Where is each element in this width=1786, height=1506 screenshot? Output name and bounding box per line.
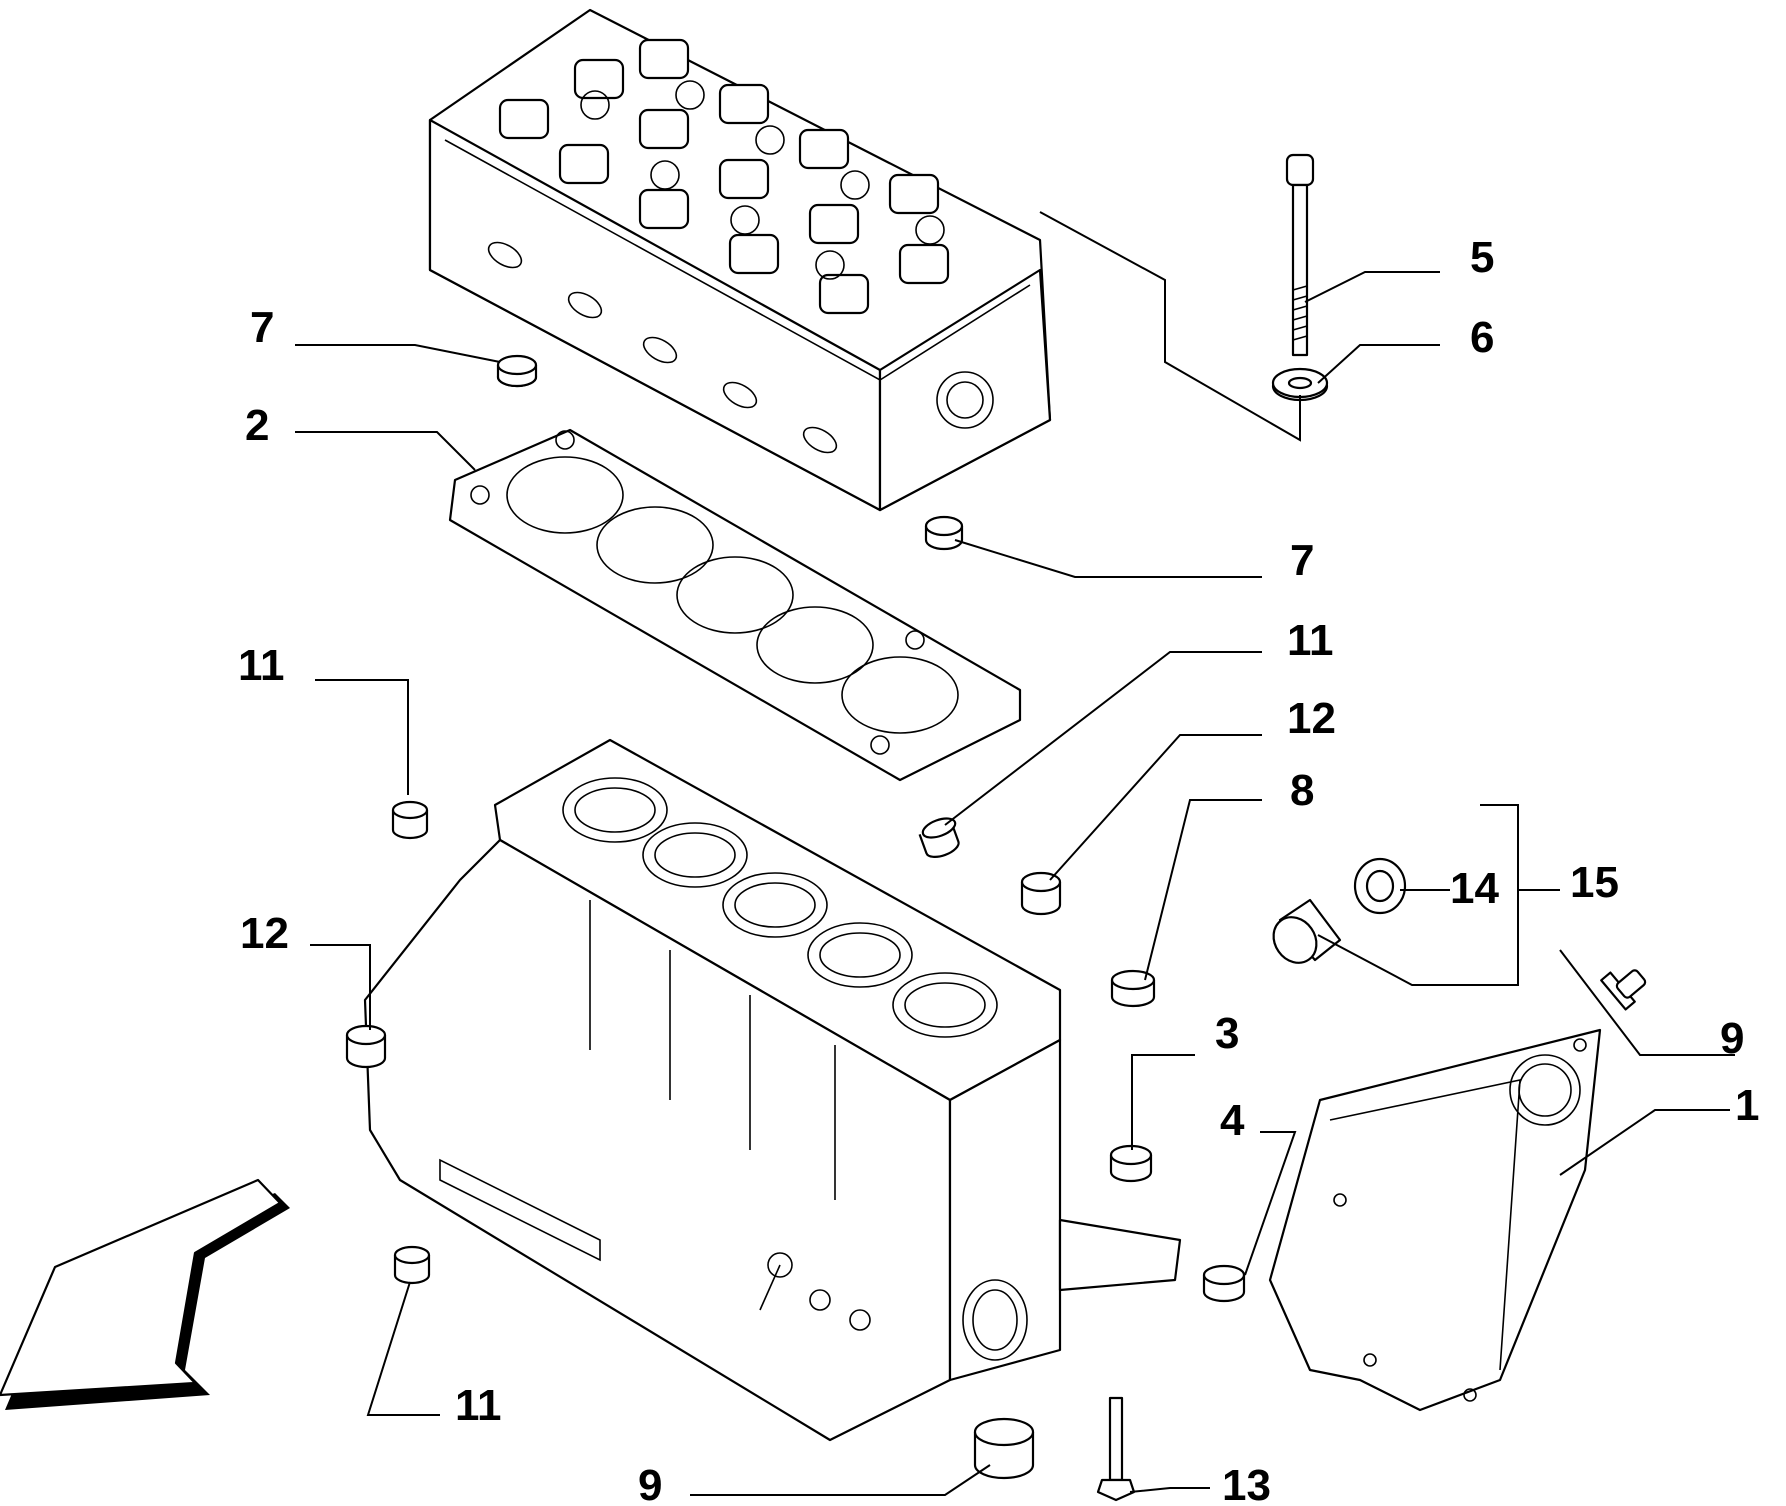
callout-15: 15	[1570, 858, 1619, 907]
direction-arrow	[0, 1178, 290, 1410]
plug-3	[1109, 1144, 1153, 1183]
callout-2: 2	[245, 401, 269, 450]
plug-4	[1202, 1264, 1246, 1303]
leader-lines	[295, 211, 1735, 1496]
dowel-sleeve-7a	[496, 354, 538, 388]
rear-plate-1	[1268, 1028, 1602, 1412]
callout-11c: 11	[455, 1381, 502, 1430]
callout-11a: 11	[238, 641, 285, 690]
callout-9: 9	[638, 1461, 662, 1506]
callout-7b: 7	[1290, 536, 1314, 585]
screw-10	[1600, 969, 1647, 1011]
bolt-13	[1096, 1396, 1136, 1502]
head-bolt-5	[1285, 153, 1315, 357]
callout-5: 5	[1470, 233, 1494, 282]
plug-11a	[391, 800, 429, 840]
callout-13: 13	[1222, 1461, 1271, 1506]
callout-14: 14	[1450, 864, 1499, 913]
callout-1: 1	[1735, 1081, 1759, 1130]
callout-7a: 7	[250, 303, 274, 352]
plug-12b	[345, 1024, 387, 1069]
plug-assembly-15	[1272, 898, 1342, 964]
plug-12a	[1020, 871, 1062, 916]
plug-11b	[918, 817, 960, 858]
callout-10: 9	[1720, 1014, 1744, 1063]
plug-9	[973, 1417, 1035, 1480]
plug-11c	[393, 1245, 431, 1285]
callout-8: 8	[1290, 766, 1314, 815]
head-gasket	[448, 428, 1022, 782]
callouts: 7 2 5 6 7 11 11 12 8 15 14 12 3 9 4 1 11…	[238, 233, 1759, 1506]
callout-4: 4	[1220, 1096, 1245, 1145]
threaded-plug-8	[1110, 969, 1156, 1008]
dowel-sleeve-7b	[924, 515, 964, 551]
seal-ring-14	[1353, 857, 1407, 915]
callout-12b: 12	[240, 909, 289, 958]
engine-block	[363, 738, 1182, 1442]
washer-6	[1271, 367, 1329, 402]
cylinder-head	[428, 8, 1052, 512]
callout-11b: 11	[1287, 616, 1334, 665]
callout-6: 6	[1470, 313, 1494, 362]
callout-12a: 12	[1287, 694, 1336, 743]
callout-3: 3	[1215, 1009, 1239, 1058]
